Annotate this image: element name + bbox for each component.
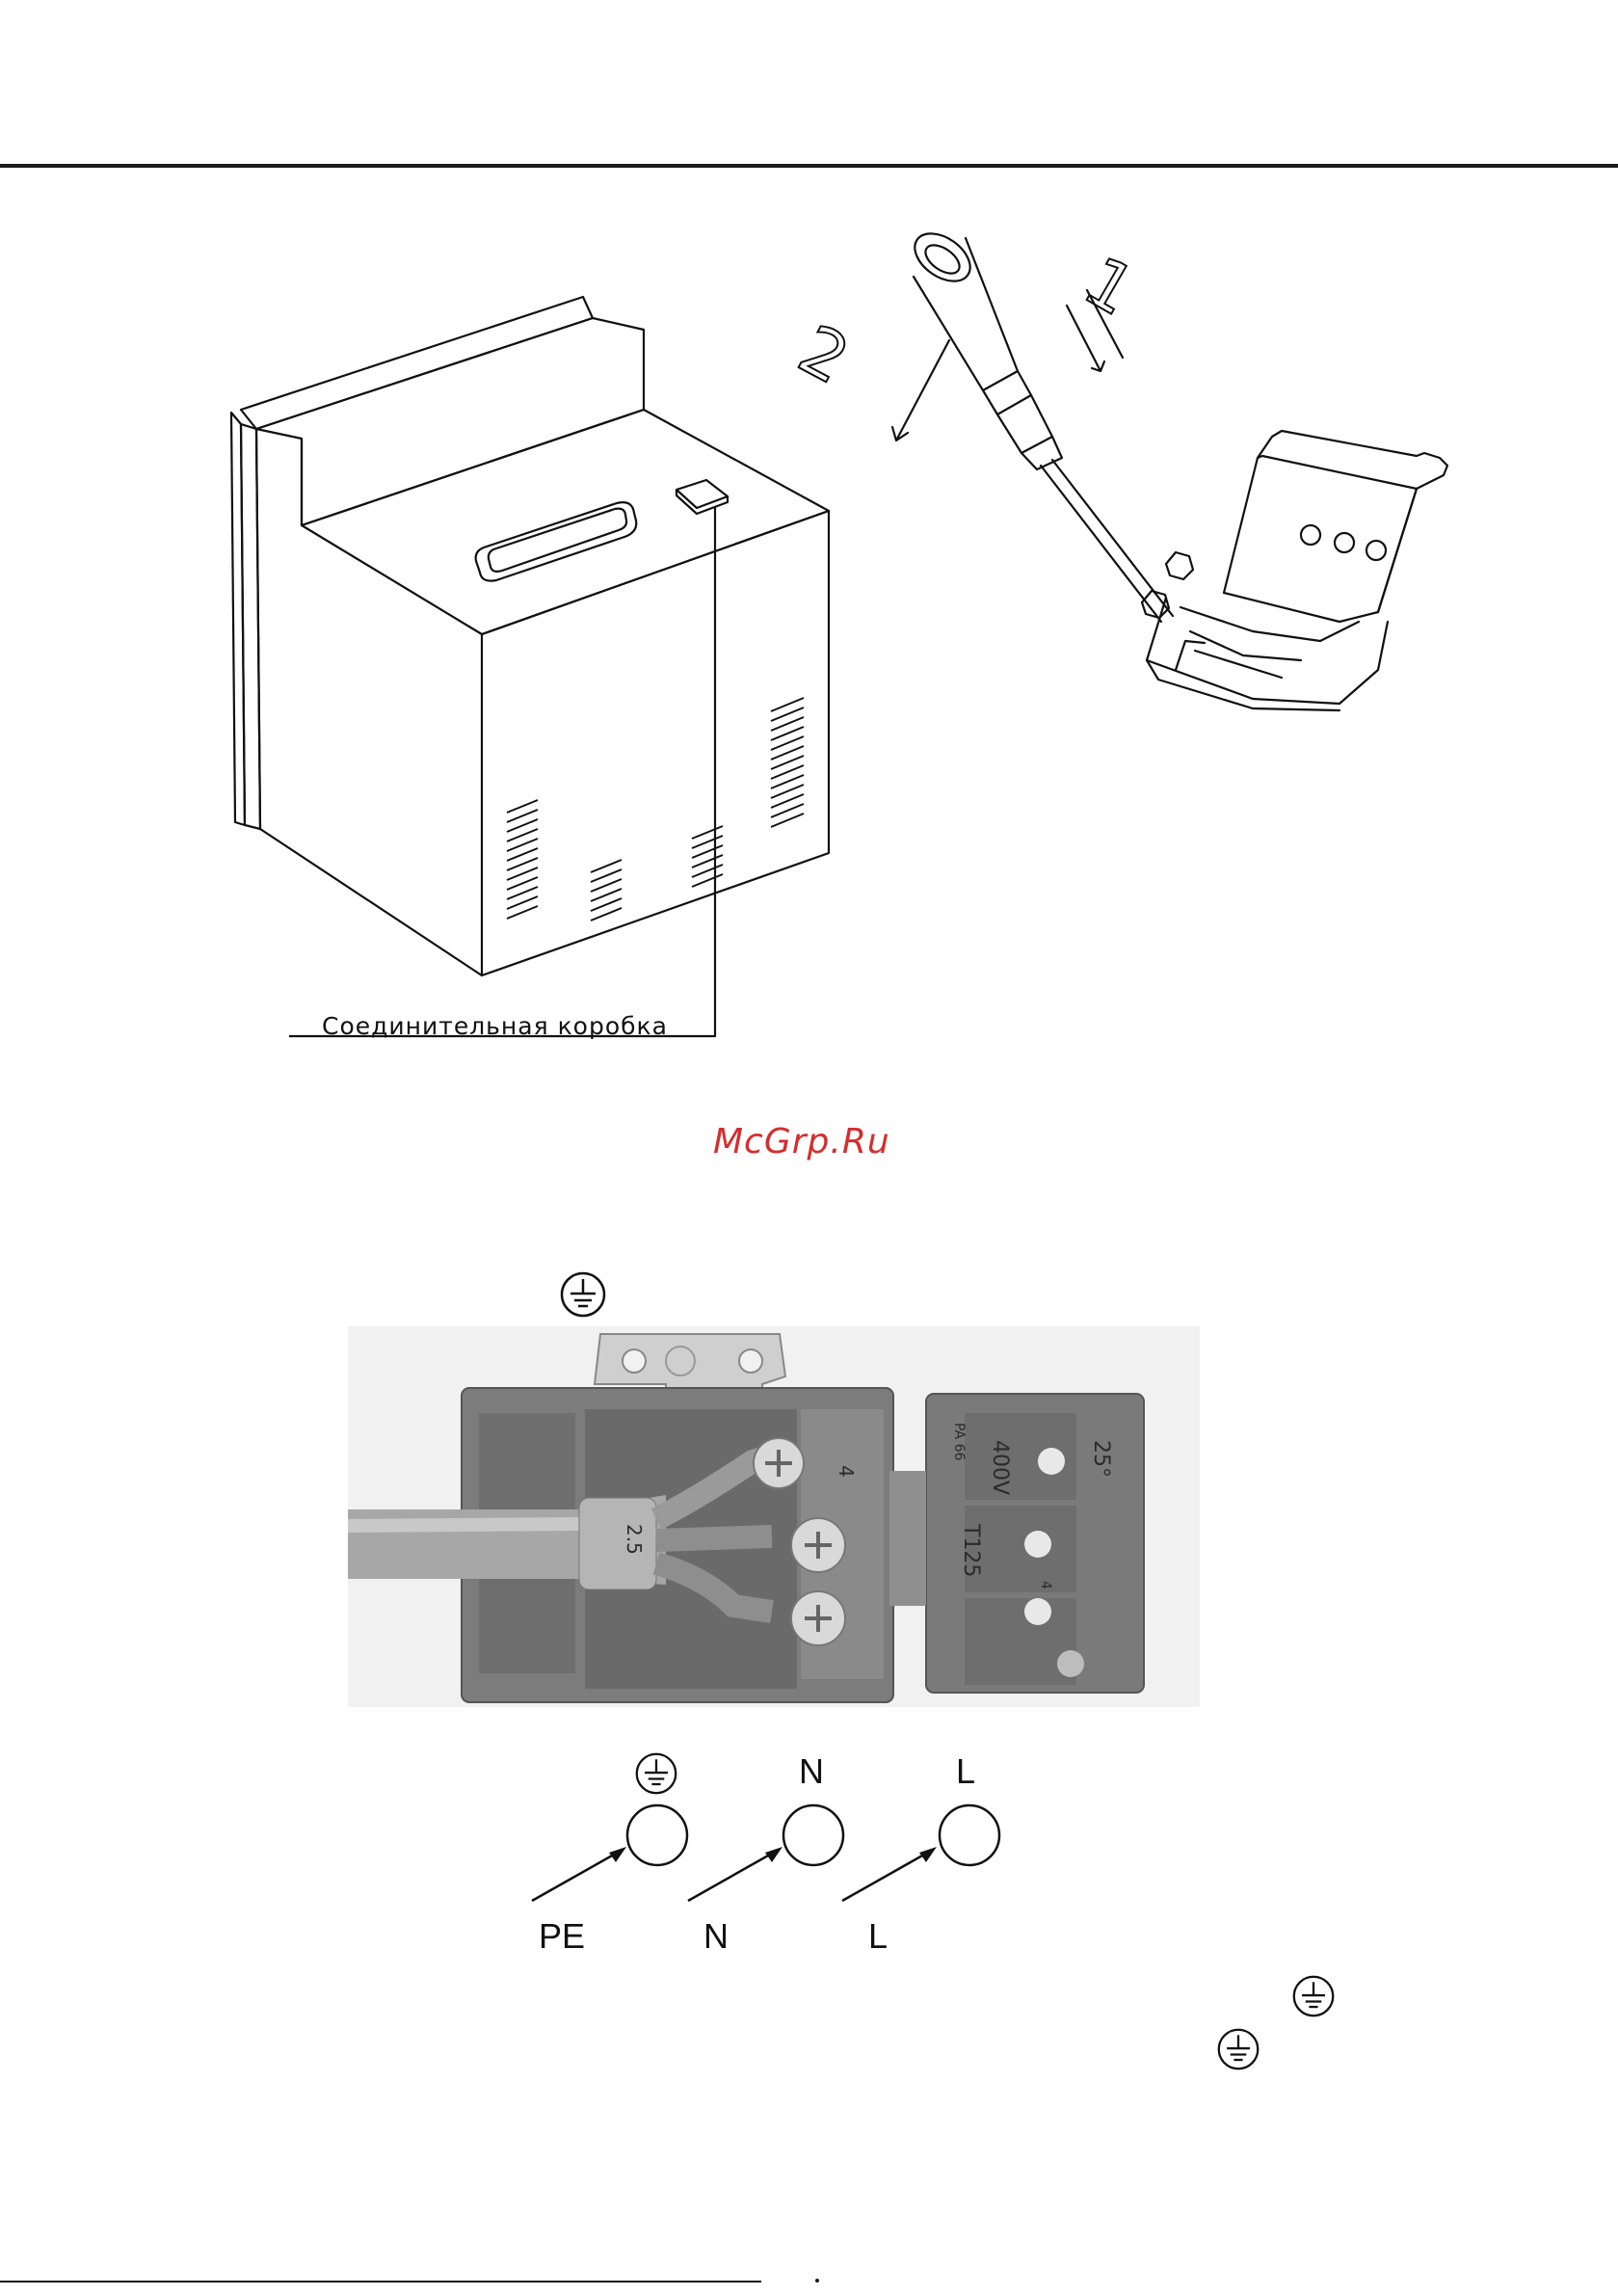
terminal-connection-diagram <box>520 1795 1021 1949</box>
terminal-top-l: L <box>956 1751 975 1792</box>
ground-symbol-icon <box>634 1751 678 1796</box>
marking-4: 4 <box>835 1465 858 1478</box>
terminal-top-n: N <box>799 1751 824 1792</box>
wire-label-n: N <box>703 1916 729 1957</box>
wire-label-l: L <box>868 1916 888 1957</box>
ground-symbol-icon <box>559 1270 607 1319</box>
junction-box-label: Соединительная коробка <box>322 1012 668 1040</box>
terminal-block-photo: 4 400V PA 66 T125 25° 2.5 4 <box>348 1326 1200 1707</box>
terminal-pe-circle <box>627 1805 687 1865</box>
wire-label-pe: PE <box>539 1916 585 1957</box>
ground-symbol-icon <box>1291 1974 1336 2018</box>
terminal-l-circle <box>940 1805 999 1865</box>
marking-4b: 4 <box>1038 1581 1053 1589</box>
step-1-label: 1 <box>1072 241 1149 331</box>
terminal-n-circle <box>783 1805 843 1865</box>
marking-cable-size: 2.5 <box>623 1524 646 1555</box>
header-rule <box>0 164 1618 168</box>
footer-rule <box>0 2281 761 2283</box>
marking-t125: T125 <box>959 1523 983 1577</box>
ground-symbol-icon <box>1216 2027 1260 2071</box>
marking-25deg: 25° <box>1089 1440 1113 1478</box>
marking-pa66: PA 66 <box>951 1423 967 1460</box>
watermark: McGrp.Ru <box>713 1122 890 1161</box>
marking-400v: 400V <box>988 1440 1012 1495</box>
oven-illustration <box>222 289 848 1060</box>
screwdriver-illustration: 1 2 <box>800 217 1474 718</box>
footer-dot <box>815 2279 819 2283</box>
